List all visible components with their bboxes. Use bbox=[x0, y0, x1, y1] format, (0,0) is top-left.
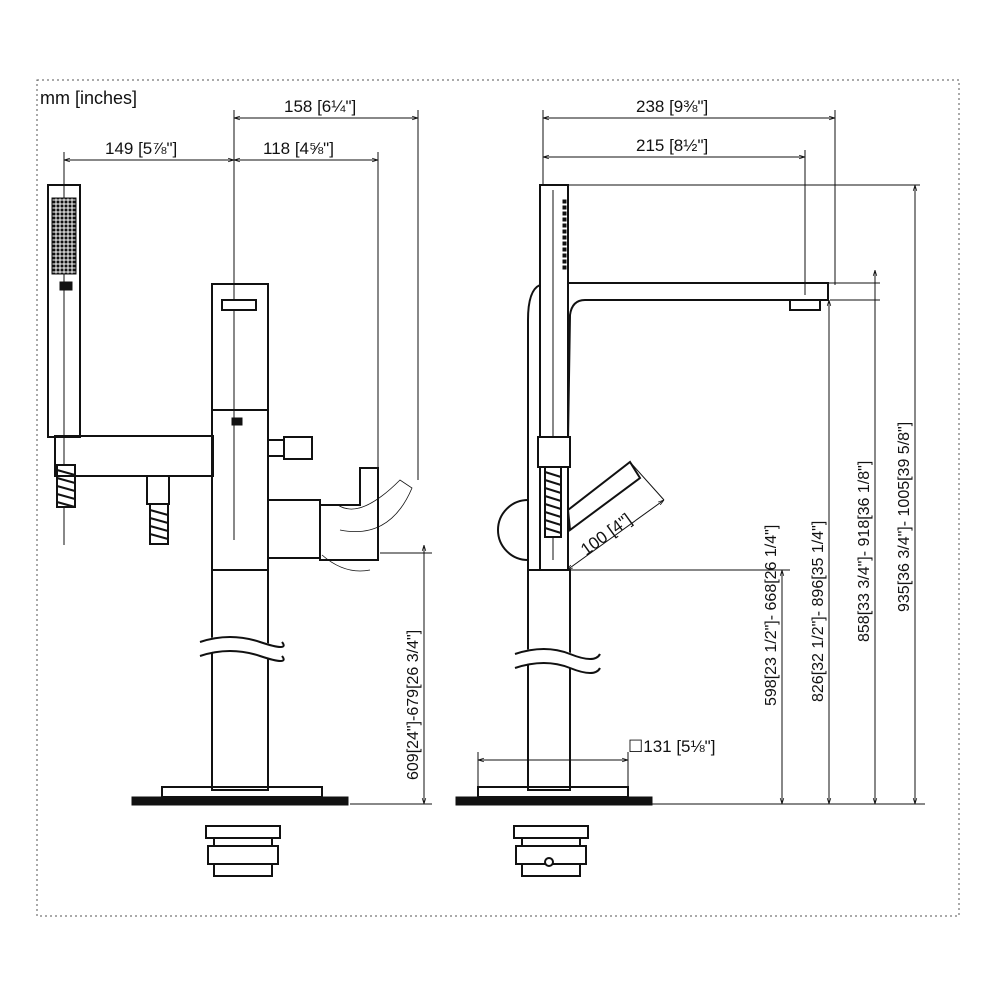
supply-pipe bbox=[146, 475, 170, 545]
floor-line-side bbox=[131, 796, 349, 806]
units-label: mm [inches] bbox=[40, 88, 137, 108]
shower-button bbox=[59, 281, 73, 291]
body-lower bbox=[211, 409, 269, 571]
dim-858-label: 858[33 3/4"]- 918[36 1/8"] bbox=[856, 461, 873, 642]
dim-line-100 bbox=[567, 500, 664, 570]
floor-mount-side bbox=[205, 825, 281, 877]
dim-215-label: 215 [8½"] bbox=[636, 136, 708, 155]
body-indicator bbox=[231, 417, 243, 426]
dim-238-label: 238 [9⅜"] bbox=[636, 97, 708, 116]
lever-front: 100 [4"] bbox=[567, 460, 664, 570]
body-top-notch bbox=[221, 299, 257, 311]
column-side bbox=[197, 569, 291, 791]
base-plate-side bbox=[161, 786, 323, 798]
floor-line-front bbox=[455, 796, 653, 806]
lever-handle bbox=[267, 467, 413, 572]
floor-mount-front bbox=[513, 825, 589, 877]
column-front bbox=[512, 569, 607, 791]
base-plate-front bbox=[477, 786, 629, 798]
hose-stub-left bbox=[56, 464, 76, 508]
dim-826-label: 826[32 1/2"]- 896[35 1/4"] bbox=[810, 521, 827, 702]
hose-front bbox=[537, 436, 571, 538]
spout bbox=[567, 282, 829, 441]
dim-935-label: 935[36 3/4"]- 1005[39 5/8"] bbox=[896, 422, 913, 612]
diverter-front bbox=[497, 499, 529, 561]
drawing-frame bbox=[36, 79, 960, 917]
dim-149-label: 149 [5⅞"] bbox=[105, 139, 177, 158]
dim-158-label: 158 [6¼"] bbox=[284, 97, 356, 116]
dim-118-label: 118 [4⅝"] bbox=[263, 139, 334, 158]
diverter-knob bbox=[283, 436, 313, 460]
dim-598-label: 598[23 1/2"]- 668[26 1/4"] bbox=[763, 525, 780, 706]
diverter-stem bbox=[267, 439, 285, 457]
shower-holder-arm bbox=[54, 435, 214, 477]
dim-131-label: ☐131 [5⅛"] bbox=[628, 737, 715, 756]
front-view: 238 [9⅜"] 215 [8½"] bbox=[455, 97, 925, 877]
side-view: 158 [6¼"] 149 [5⅞"] 118 [4⅝"] bbox=[47, 97, 432, 877]
shower-spray-face bbox=[51, 197, 77, 275]
dim-609-label: 609[24"]-679[26 3/4"] bbox=[405, 630, 422, 780]
